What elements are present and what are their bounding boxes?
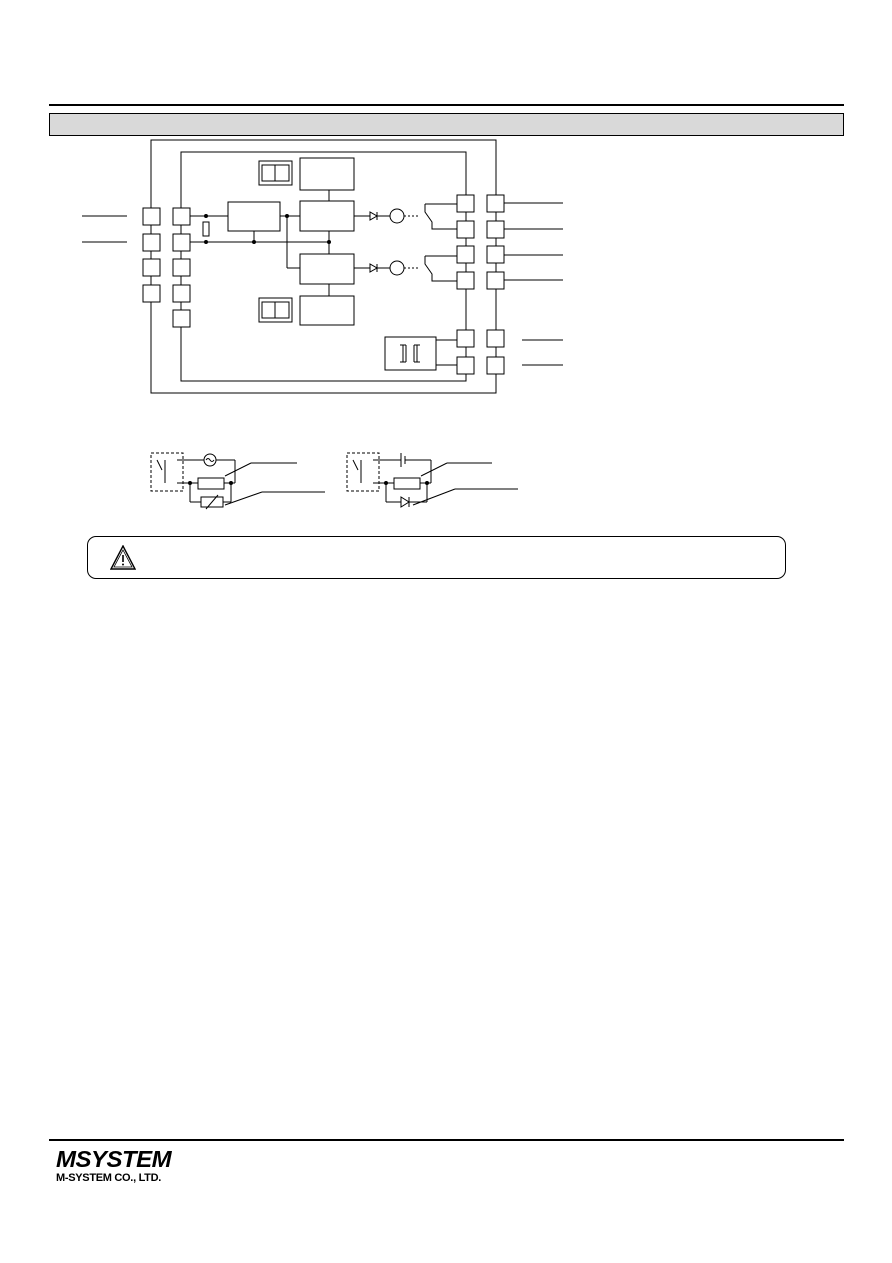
power-supply-block bbox=[384, 336, 437, 371]
junction bbox=[204, 214, 208, 218]
setpoint-dial-icon-1 bbox=[258, 160, 293, 186]
comparator-block-2 bbox=[299, 253, 355, 285]
left-terminals bbox=[142, 207, 191, 328]
junction bbox=[204, 240, 208, 244]
led-icon-1 bbox=[369, 211, 379, 221]
relay-coil-icon-2 bbox=[389, 260, 405, 276]
outer-frame bbox=[150, 139, 497, 394]
input-circuit-block bbox=[227, 201, 281, 232]
top-rule bbox=[49, 104, 844, 106]
right-terminals bbox=[456, 194, 505, 375]
setpoint-block-1 bbox=[299, 157, 355, 191]
warning-box bbox=[87, 536, 786, 579]
setpoint-block-2 bbox=[299, 295, 355, 326]
company-name: M-SYSTEM CO., LTD. bbox=[56, 1172, 162, 1184]
section-header-bar bbox=[49, 113, 844, 136]
warning-triangle-icon bbox=[110, 545, 136, 570]
input-resistor bbox=[202, 221, 210, 237]
m-system-logo: MSYSTEM bbox=[56, 1147, 172, 1173]
ac-protection-circuit bbox=[150, 452, 325, 510]
inner-frame bbox=[180, 151, 467, 382]
led-icon-2 bbox=[369, 263, 379, 273]
setpoint-dial-icon-2 bbox=[258, 297, 293, 323]
comparator-block-1 bbox=[299, 200, 355, 232]
bottom-rule bbox=[49, 1139, 844, 1141]
transformer-icon bbox=[400, 344, 420, 363]
dc-protection-circuit bbox=[346, 452, 518, 508]
block-diagram bbox=[82, 139, 563, 510]
diode-icon bbox=[400, 496, 410, 508]
relay-coil-icon-1 bbox=[389, 208, 405, 224]
